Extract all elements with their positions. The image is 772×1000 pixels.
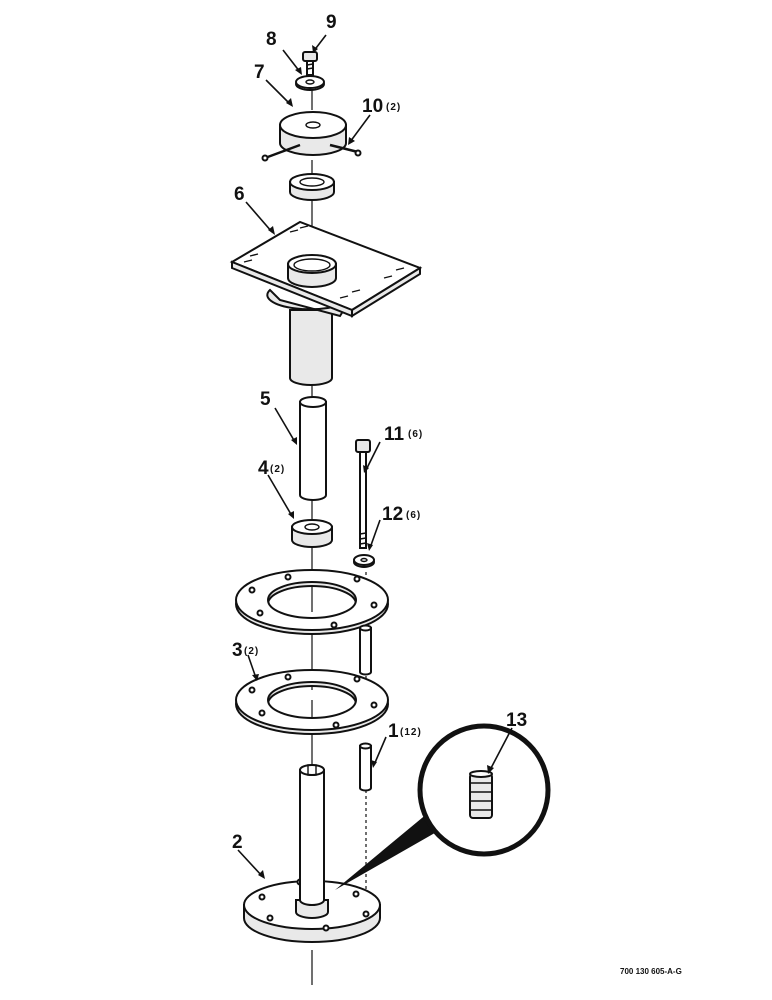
part-3-upper-ring [234, 569, 390, 635]
callout-6-number: 6 [234, 184, 245, 205]
callout-10-quantity: (2) [386, 102, 401, 113]
callout-2-number: 2 [232, 832, 243, 853]
callout-12-quantity: (6) [406, 510, 421, 521]
part-3-lower-ring [234, 669, 390, 735]
callout-10-number: 10 [362, 96, 383, 117]
part-9-bolt [302, 51, 318, 76]
callout-labels: 9 8 7 10 (2) 6 5 11 (6) 4 (2) 12 (6) 3 (… [232, 12, 682, 976]
callout-1-quantity: (12) [400, 727, 422, 738]
callout-7-number: 7 [254, 62, 265, 83]
callout-13-number: 13 [506, 710, 527, 731]
callout-3-quantity: (2) [244, 646, 259, 657]
part-8-washer [295, 75, 325, 91]
leader-lines [237, 34, 513, 879]
part-6-mounting-plate [229, 220, 423, 386]
bearing [289, 173, 335, 201]
callout-4-quantity: (2) [270, 464, 285, 475]
callout-4-number: 4 [258, 458, 269, 479]
part-1-tube-upper [359, 624, 372, 676]
callout-5-number: 5 [260, 389, 271, 410]
part-10-pins [261, 143, 362, 162]
callout-8-number: 8 [266, 29, 277, 50]
part-5-tube [299, 396, 327, 501]
callout-12-number: 12 [382, 504, 403, 525]
part-2-base [243, 764, 381, 943]
callout-3-number: 3 [232, 640, 243, 661]
callout-11-number: 11 [384, 424, 405, 445]
part-12-washer [353, 554, 375, 568]
callout-9-number: 9 [326, 12, 337, 33]
document-number: 700 130 605-A-G [620, 967, 682, 976]
detail-callout-13 [335, 723, 551, 890]
callout-1-number: 1 [388, 721, 399, 742]
callout-11-quantity: (6) [408, 429, 423, 440]
part-4-spacer [291, 519, 333, 548]
part-1-tube-lower [359, 742, 372, 792]
part-11-bolt [355, 439, 371, 549]
